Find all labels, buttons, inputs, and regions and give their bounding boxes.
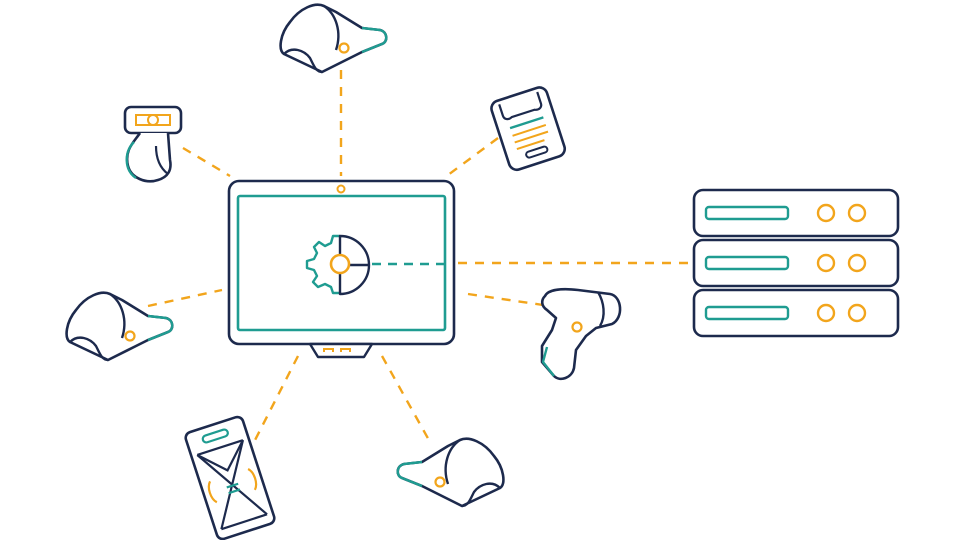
receipt-printer — [490, 86, 567, 172]
handheld-scanner-bottom — [396, 437, 505, 508]
server-unit — [692, 188, 900, 238]
connectors — [147, 70, 688, 447]
connector-left — [147, 288, 223, 308]
tablet-stand — [308, 342, 374, 359]
rugged-mobile-phone — [184, 415, 276, 540]
server-rack — [692, 188, 900, 338]
tablet-hub — [227, 179, 456, 359]
handheld-scanner-right — [540, 287, 622, 381]
ring-scanner — [123, 105, 183, 183]
connector-printer — [447, 137, 499, 176]
connector-ring-scanner — [182, 146, 231, 178]
server-unit — [692, 288, 900, 338]
tablet-camera-icon — [336, 184, 346, 194]
gear-pie-icon — [305, 234, 371, 296]
handheld-scanner-top — [279, 3, 388, 74]
server-unit — [692, 238, 900, 288]
connector-right-scanner — [467, 292, 544, 307]
handheld-scanner-left — [65, 291, 174, 362]
connector-bottom-scanner — [380, 355, 432, 443]
connector-phone — [250, 355, 300, 447]
